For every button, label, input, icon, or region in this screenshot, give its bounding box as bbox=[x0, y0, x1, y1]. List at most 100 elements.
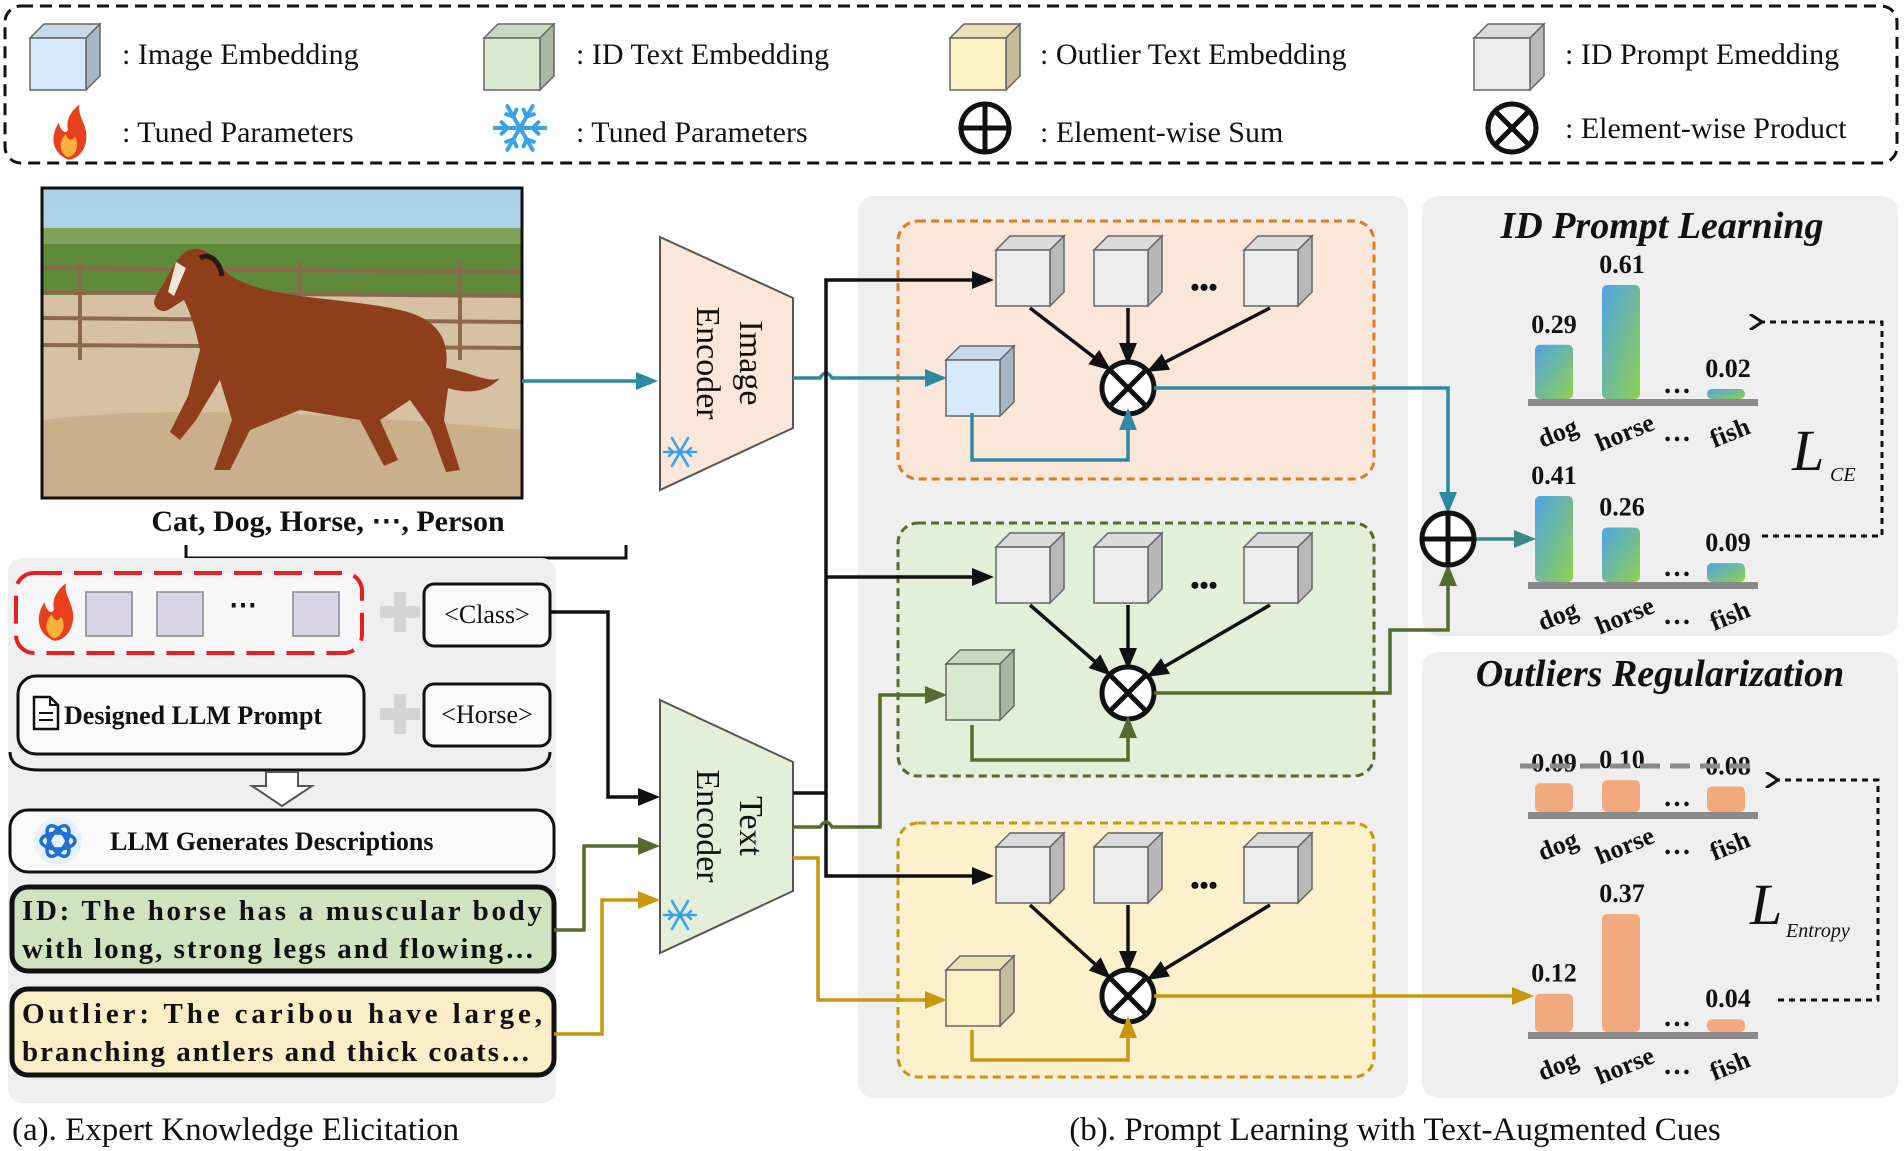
designed-prompt-box bbox=[16, 674, 366, 756]
designed-llm-prompt: Designed LLM Prompt bbox=[64, 701, 322, 730]
legend-id-text-embedding-label: : ID Text Embedding bbox=[576, 38, 829, 71]
ce-loss-subscript: CE bbox=[1830, 464, 1856, 486]
id-logits-arrow bbox=[1154, 564, 1457, 695]
prompt-to-product-arrow bbox=[1146, 306, 1271, 372]
entropy-loss-symbol: L bbox=[1749, 872, 1782, 937]
text-encoder-label-line2: Encoder bbox=[689, 769, 726, 883]
image-encoder bbox=[659, 235, 794, 492]
ce-bottom-baseline bbox=[1528, 582, 1758, 589]
ce-loss-symbol: L bbox=[1791, 418, 1824, 483]
id-prompt-embedding-cube bbox=[1242, 831, 1314, 905]
text-encoder bbox=[659, 698, 794, 955]
product-icon bbox=[1485, 101, 1539, 155]
class-list: Cat, Dog, Horse, ⋯, Person bbox=[151, 505, 505, 538]
legend-tuned-parameters-fire-label: : Tuned Parameters bbox=[122, 116, 354, 149]
ce-top-baseline bbox=[1528, 399, 1758, 406]
id-prompt-embedding-cube bbox=[994, 234, 1066, 308]
product-node-icon bbox=[1099, 359, 1157, 417]
id-prompt-embedding-cube-icon bbox=[1472, 22, 1546, 92]
id-skip-arrow bbox=[970, 716, 1137, 762]
id-desc-to-encoder-arrow bbox=[554, 837, 660, 932]
ce-top-bar-fish bbox=[1707, 389, 1745, 399]
prompt-to-product-arrow bbox=[1146, 603, 1271, 678]
image-embedding-cube bbox=[944, 344, 1016, 418]
entropy-top-baseline bbox=[1528, 812, 1758, 819]
outlier-description-box bbox=[9, 986, 557, 1078]
prompt-dots: ••• bbox=[1190, 273, 1217, 302]
caption-b: (b). Prompt Learning with Text-Augmented… bbox=[1069, 1112, 1720, 1148]
prompt-to-product-arrow bbox=[1146, 903, 1271, 981]
prompt-to-image-branch-arrow bbox=[793, 271, 994, 795]
outlier-text-embedding-cube-icon bbox=[948, 22, 1022, 92]
legend-element-wise-product-label: : Element-wise Product bbox=[1565, 112, 1847, 145]
llm-generates-descriptions: LLM Generates Descriptions bbox=[110, 827, 434, 856]
id-prompt-embedding-cube bbox=[1242, 531, 1314, 605]
prompt-to-product-arrow bbox=[1028, 603, 1112, 676]
entropy-bottom-value-label: 0.37 bbox=[1599, 879, 1645, 908]
ce-bottom-bar-horse bbox=[1602, 527, 1640, 582]
id-prompt-embedding-cube bbox=[1242, 234, 1314, 308]
document-icon bbox=[32, 695, 60, 731]
context-ellipsis: ⋯ bbox=[229, 590, 257, 621]
prompt-dots: ••• bbox=[1190, 871, 1217, 900]
prompt-to-product-arrow bbox=[1028, 306, 1112, 371]
id-prompt-learning-panel bbox=[1422, 196, 1898, 636]
id-prompt-learning-title: ID Prompt Learning bbox=[1499, 205, 1823, 247]
class-to-encoder-arrow bbox=[550, 610, 660, 806]
image-encoder-label-line1: Image bbox=[732, 321, 769, 406]
ce-feedback-arrow bbox=[1762, 322, 1884, 538]
image-encoder-label-line2: Encoder bbox=[689, 306, 726, 420]
ce-top-bar-dog bbox=[1535, 344, 1573, 399]
snowflake-icon bbox=[495, 106, 546, 150]
id-description-line1: ID: The horse has a muscular body bbox=[22, 895, 543, 927]
entropy-bottom-bar-dog bbox=[1535, 993, 1573, 1032]
caption-a: (a). Expert Knowledge Elicitation bbox=[12, 1112, 459, 1148]
legend-box bbox=[3, 4, 1899, 165]
entropy-top-value-label: 0.10 bbox=[1599, 745, 1645, 774]
context-token bbox=[85, 591, 133, 637]
id-text-embedding-cube bbox=[944, 648, 1016, 722]
class-list-bracket bbox=[184, 545, 628, 560]
legend-element-wise-sum-label: : Element-wise Sum bbox=[1040, 116, 1283, 149]
entropy-bottom-baseline bbox=[1528, 1032, 1758, 1039]
image-skip-arrow bbox=[970, 408, 1137, 462]
ce-bottom-value-label: 0.26 bbox=[1599, 492, 1645, 521]
id-prompt-embedding-cube bbox=[994, 531, 1066, 605]
class-token: <Class> bbox=[444, 600, 530, 629]
entropy-top-bar-fish bbox=[1707, 786, 1745, 812]
class-token-box bbox=[422, 582, 552, 648]
id-description-line2: with long, strong legs and flowing… bbox=[22, 933, 534, 965]
entropy-top-bar-dog bbox=[1535, 783, 1573, 812]
id-prompt-embedding-cube bbox=[994, 831, 1066, 905]
ce-top-value-label: 0.02 bbox=[1705, 354, 1751, 383]
entropy-bottom-bar-fish bbox=[1707, 1019, 1745, 1032]
id-prompt-embedding-cube bbox=[1092, 234, 1164, 308]
entropy-bottom-ellipsis: … bbox=[1663, 1002, 1691, 1033]
entropy-feedback-arrow bbox=[1778, 780, 1880, 1002]
legend-id-prompt-embedding-label: : ID Prompt Emedding bbox=[1565, 38, 1839, 71]
prompt-dots: ••• bbox=[1190, 571, 1217, 600]
horse-token: <Horse> bbox=[441, 700, 532, 729]
ce-top-value-label: 0.29 bbox=[1531, 310, 1577, 339]
ce-top-bar-horse bbox=[1602, 285, 1640, 399]
ce-bottom-value-label: 0.09 bbox=[1705, 528, 1751, 557]
sum-icon bbox=[958, 101, 1012, 155]
ce-bottom-bar-dog bbox=[1535, 496, 1573, 582]
context-token bbox=[156, 591, 204, 637]
entropy-bottom-value-label: 0.04 bbox=[1705, 984, 1751, 1013]
down-arrow-icon bbox=[248, 771, 316, 808]
llm-generates-box bbox=[8, 808, 556, 874]
legend-image-embedding-label: : Image Embedding bbox=[122, 38, 359, 71]
entropy-top-ellipsis: … bbox=[1663, 782, 1691, 813]
entropy-bottom-value-label: 0.12 bbox=[1531, 959, 1577, 988]
horse-photo bbox=[40, 186, 524, 500]
outlier-desc-to-encoder-arrow bbox=[554, 891, 660, 1036]
fire-icon bbox=[53, 104, 87, 160]
product-node-icon bbox=[1099, 664, 1157, 722]
outlier-description-line1: Outlier: The caribou have large, bbox=[22, 998, 542, 1030]
entropy-bottom-bar-horse bbox=[1602, 914, 1640, 1032]
context-token bbox=[292, 591, 340, 637]
entropy-top-value-label: 0.09 bbox=[1531, 748, 1577, 777]
entropy-bottom-ellipsis: … bbox=[1663, 1050, 1691, 1081]
id-prompt-embedding-cube bbox=[1092, 831, 1164, 905]
